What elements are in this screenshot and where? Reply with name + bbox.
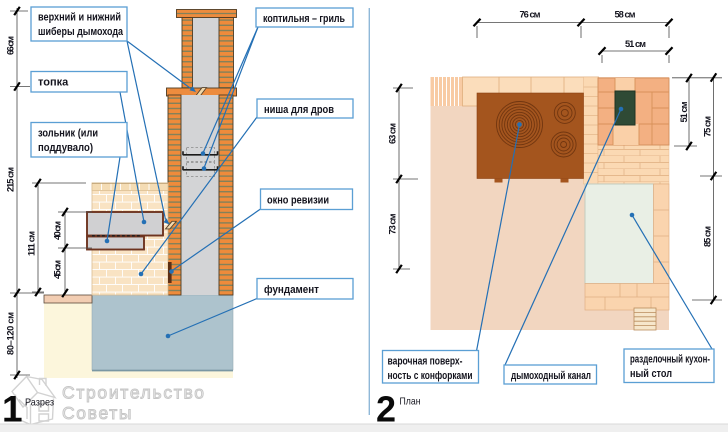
- svg-text:73 см: 73 см: [388, 213, 398, 234]
- svg-text:варочная поверх-: варочная поверх-: [388, 356, 463, 368]
- svg-text:ный стол: ный стол: [630, 368, 672, 380]
- svg-text:ниша для дров: ниша для дров: [264, 104, 334, 116]
- svg-text:80–120 см: 80–120 см: [6, 312, 16, 355]
- svg-text:111 см: 111 см: [27, 231, 37, 256]
- svg-text:поддувало): поддувало): [38, 142, 93, 154]
- svg-text:ность с конфорками: ность с конфорками: [388, 370, 473, 382]
- svg-text:58 см: 58 см: [615, 10, 636, 20]
- svg-text:2: 2: [376, 389, 396, 430]
- svg-text:Разрез: Разрез: [25, 397, 54, 409]
- svg-text:66 см: 66 см: [6, 36, 16, 55]
- svg-text:Строительство: Строительство: [62, 383, 204, 403]
- svg-text:фундамент: фундамент: [264, 284, 320, 296]
- svg-text:План: План: [400, 396, 421, 408]
- svg-text:63 см: 63 см: [388, 123, 398, 144]
- svg-text:85 см: 85 см: [703, 226, 713, 247]
- svg-text:разделочный кухон-: разделочный кухон-: [630, 354, 710, 366]
- svg-text:зольник (или: зольник (или: [38, 128, 98, 140]
- svg-text:коптильня – гриль: коптильня – гриль: [263, 13, 345, 25]
- svg-text:Советы: Советы: [62, 403, 132, 423]
- svg-text:верхний и нижний: верхний и нижний: [38, 12, 121, 24]
- svg-text:топка: топка: [38, 77, 69, 89]
- svg-text:окно ревизии: окно ревизии: [267, 195, 329, 207]
- svg-text:40 см: 40 см: [53, 221, 63, 240]
- svg-text:51 см: 51 см: [679, 101, 689, 122]
- svg-text:45 см: 45 см: [53, 260, 63, 279]
- svg-text:76 см: 76 см: [520, 10, 541, 20]
- svg-text:дымоходный канал: дымоходный канал: [511, 370, 591, 382]
- svg-text:75 см: 75 см: [703, 116, 713, 137]
- svg-text:1: 1: [2, 389, 23, 430]
- svg-text:шиберы дымохода: шиберы дымохода: [38, 26, 124, 38]
- svg-text:215 см: 215 см: [6, 167, 16, 192]
- svg-text:51 см: 51 см: [625, 39, 646, 49]
